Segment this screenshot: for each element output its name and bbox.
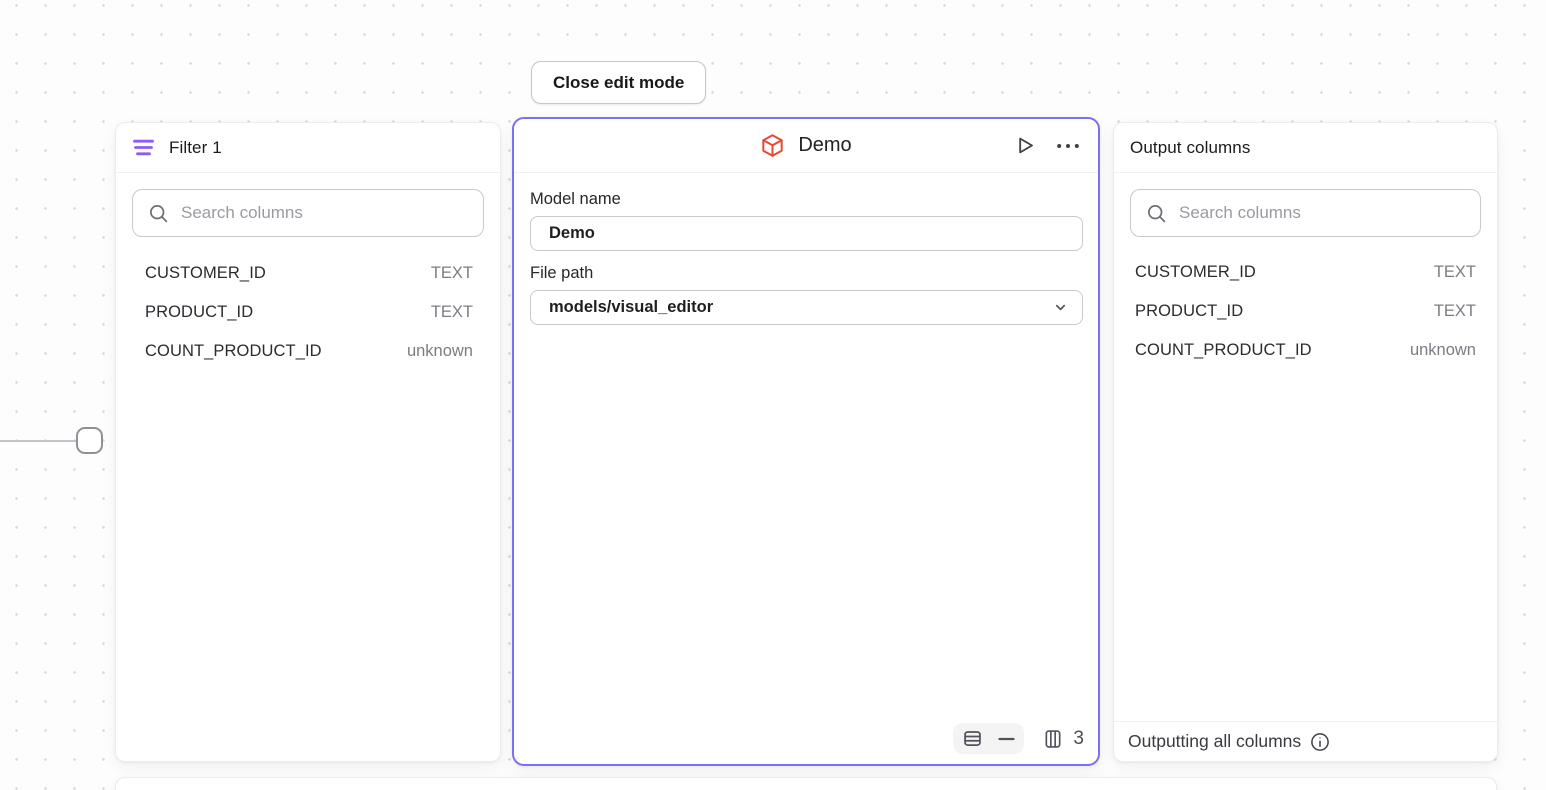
column-name: CUSTOMER_ID	[145, 264, 266, 282]
model-name-field[interactable]	[530, 216, 1083, 251]
column-row[interactable]: CUSTOMER_ID TEXT	[116, 254, 500, 293]
play-icon	[1013, 134, 1036, 157]
filter-panel-header: Filter 1	[116, 123, 500, 173]
column-row[interactable]: PRODUCT_ID TEXT	[1114, 292, 1497, 331]
edge-connector-line	[0, 440, 78, 442]
column-type: TEXT	[1433, 302, 1476, 320]
column-type: TEXT	[1433, 263, 1476, 281]
column-type: TEXT	[430, 264, 473, 282]
table-columns-icon	[1043, 728, 1063, 750]
cube-icon	[760, 133, 785, 158]
model-node-panel[interactable]: Demo Model name File path	[512, 117, 1100, 766]
filter-search-box	[132, 189, 484, 237]
column-row[interactable]: PRODUCT_ID TEXT	[116, 293, 500, 332]
filter-node-panel[interactable]: Filter 1 CUSTOMER_ID TEXT PRODUCT_ID TEX…	[115, 122, 501, 762]
column-name: COUNT_PRODUCT_ID	[1135, 341, 1312, 359]
file-path-select[interactable]: models/visual_editor	[530, 290, 1083, 325]
model-footer-toolbar: 3	[953, 723, 1084, 754]
output-panel-title: Output columns	[1130, 137, 1251, 157]
model-panel-title: Demo	[798, 134, 852, 156]
output-footer-text: Outputting all columns	[1128, 731, 1302, 751]
minus-icon	[998, 737, 1016, 741]
search-icon	[1146, 203, 1167, 224]
output-panel-header: Output columns	[1114, 123, 1497, 173]
column-type: TEXT	[430, 303, 473, 321]
column-name: COUNT_PRODUCT_ID	[145, 342, 322, 360]
output-panel-footer: Outputting all columns	[1114, 721, 1497, 761]
search-icon	[148, 203, 169, 224]
output-column-list: CUSTOMER_ID TEXT PRODUCT_ID TEXT COUNT_P…	[1114, 253, 1497, 370]
file-path-label: File path	[530, 264, 594, 282]
column-count-group[interactable]: 3	[1043, 728, 1084, 750]
column-count: 3	[1073, 727, 1084, 749]
more-options-button[interactable]	[1056, 143, 1080, 149]
column-row[interactable]: CUSTOMER_ID TEXT	[1114, 253, 1497, 292]
column-type: unknown	[406, 342, 473, 360]
edge-connector-handle[interactable]	[76, 427, 103, 454]
info-icon[interactable]	[1310, 732, 1330, 752]
model-form: Model name File path models/visual_edito…	[514, 173, 1098, 325]
output-columns-panel[interactable]: Output columns CUSTOMER_ID TEXT PRODUCT_…	[1113, 122, 1498, 762]
output-search-input[interactable]	[1179, 203, 1465, 223]
model-title-group: Demo	[760, 133, 852, 158]
filter-search-input[interactable]	[181, 203, 468, 223]
rows-view-button[interactable]	[962, 728, 983, 749]
table-rows-icon	[962, 728, 983, 749]
view-toggle	[953, 723, 1025, 754]
model-header-actions	[1013, 119, 1080, 172]
filter-column-list: CUSTOMER_ID TEXT PRODUCT_ID TEXT COUNT_P…	[116, 254, 500, 371]
model-name-label: Model name	[530, 190, 621, 208]
ellipsis-icon	[1056, 143, 1080, 149]
column-name: PRODUCT_ID	[1135, 302, 1244, 320]
column-row[interactable]: COUNT_PRODUCT_ID unknown	[1114, 331, 1497, 370]
collapse-results-button[interactable]	[998, 737, 1016, 741]
column-type: unknown	[1409, 341, 1476, 359]
file-path-value: models/visual_editor	[549, 298, 714, 316]
output-search-box	[1130, 189, 1481, 237]
model-panel-header: Demo	[514, 119, 1098, 173]
run-model-button[interactable]	[1013, 134, 1036, 157]
column-row[interactable]: COUNT_PRODUCT_ID unknown	[116, 332, 500, 371]
chevron-down-icon	[1053, 300, 1068, 315]
bottom-peek-panel[interactable]	[115, 777, 1497, 790]
filter-panel-title: Filter 1	[169, 137, 222, 157]
filter-lines-icon	[132, 138, 155, 157]
column-name: CUSTOMER_ID	[1135, 263, 1256, 281]
close-edit-mode-button[interactable]: Close edit mode	[531, 61, 707, 104]
column-name: PRODUCT_ID	[145, 303, 254, 321]
